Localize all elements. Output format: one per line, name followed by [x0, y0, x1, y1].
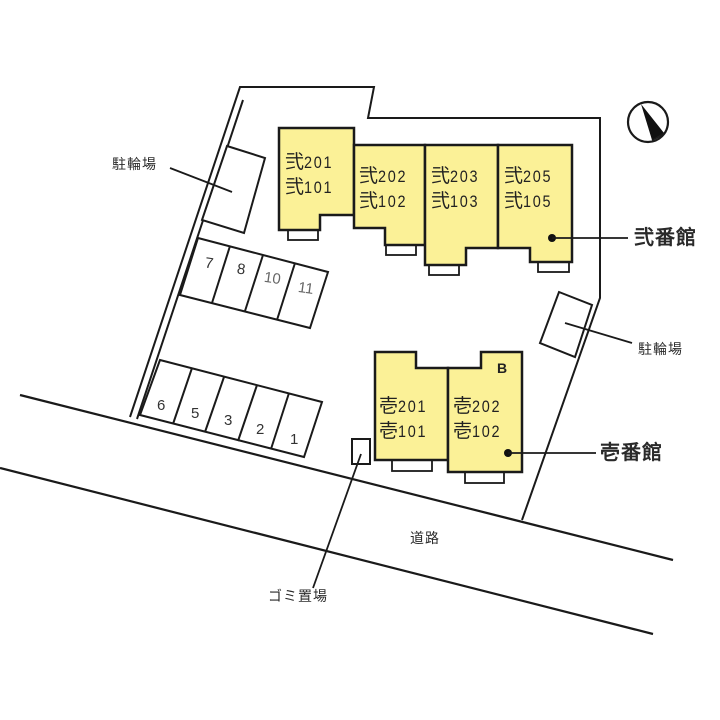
bike-parking-right-leader	[564, 322, 633, 344]
building-1-b-mark: B	[497, 360, 508, 376]
parking-space-6: 6	[157, 397, 166, 414]
building-1-label: 壱番館	[600, 440, 663, 464]
compass-north-arrow-icon	[626, 100, 670, 144]
parking-space-1: 1	[290, 431, 299, 448]
garbage-label: ゴミ置場	[268, 589, 328, 605]
garbage-leader	[312, 453, 362, 589]
parking-space-5: 5	[191, 405, 200, 422]
road	[0, 393, 674, 636]
unit-2-202-102: 弐202 弐102	[359, 165, 408, 212]
parking-row-upper	[178, 236, 330, 330]
parking-space-11: 11	[296, 278, 315, 299]
unit-1-202-102: 壱202 壱102	[453, 395, 502, 442]
parking-space-10: 10	[262, 268, 282, 289]
unit-2-201-101: 弐201 弐101	[285, 151, 334, 198]
unit-1-201-101: 壱201 壱101	[379, 395, 428, 442]
bike-parking-right-label: 駐輪場	[638, 342, 683, 358]
road-label: 道路	[410, 531, 440, 547]
bike-parking-right	[538, 290, 594, 359]
unit-2-205-105: 弐205 弐105	[504, 165, 553, 212]
building-2-label: 弐番館	[634, 225, 697, 249]
bike-parking-left-label: 駐輪場	[112, 157, 157, 173]
building-1	[373, 350, 524, 484]
bike-parking-left	[200, 144, 267, 235]
unit-2-203-103: 弐203 弐103	[431, 165, 480, 212]
parking-row-lower	[138, 358, 324, 459]
building-2	[277, 126, 574, 276]
parking-space-3: 3	[224, 412, 233, 429]
parking-space-2: 2	[256, 421, 265, 438]
bike-parking-left-leader	[169, 167, 233, 193]
garbage-station	[351, 438, 371, 465]
road-edge-upper	[19, 393, 674, 562]
